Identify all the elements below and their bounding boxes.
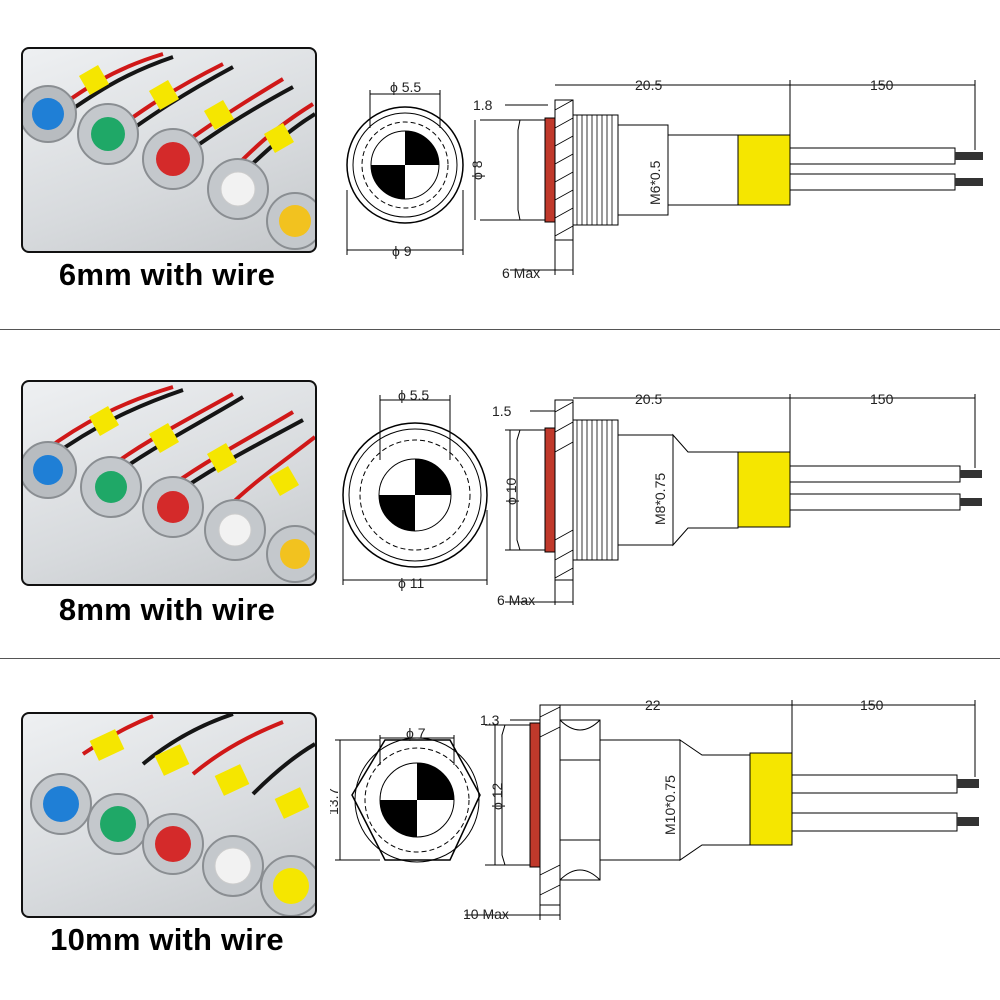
section-8mm: 8mm with wire ϕ 5.5 ϕ 11 xyxy=(0,330,1000,660)
lens-diameter-label: ϕ 7 xyxy=(406,725,426,741)
lens-diameter-label: ϕ 5.5 xyxy=(390,79,421,95)
side-view: M8*0.75 ϕ 10 1.5 20.5 150 6 Max xyxy=(492,391,982,608)
outer-diameter-label: ϕ 9 xyxy=(392,243,412,259)
side-view: M6*0.5 ϕ 8 1.8 20.5 150 6 Max xyxy=(469,77,983,281)
front-view: ϕ 5.5 ϕ 11 xyxy=(342,390,488,591)
technical-drawing-8mm: ϕ 5.5 ϕ 11 M8*0. xyxy=(330,390,990,610)
section-10mm: 10mm with wire ϕ 7 13.7 xyxy=(0,660,1000,1000)
panel-thickness-label: 10 Max xyxy=(463,906,509,922)
bezel-thickness-label: 1.3 xyxy=(480,712,500,728)
outer-diameter-label: ϕ 11 xyxy=(398,575,424,591)
led-indicators-image xyxy=(23,52,315,250)
product-photo-8mm xyxy=(21,380,317,586)
wire-length-label: 150 xyxy=(870,391,894,407)
divider xyxy=(0,658,1000,659)
thread-label: M8*0.75 xyxy=(652,473,668,525)
side-view: M10*0.75 ϕ 12 1.3 22 150 10 Max xyxy=(463,697,979,922)
led-indicators-image xyxy=(23,385,315,583)
product-photo-10mm xyxy=(21,712,317,918)
head-diameter-label: ϕ 8 xyxy=(469,160,485,180)
panel-thickness-label: 6 Max xyxy=(497,592,535,608)
bezel-thickness-label: 1.8 xyxy=(473,97,493,113)
thread-label: M6*0.5 xyxy=(647,160,663,205)
head-diameter-label: ϕ 12 xyxy=(489,782,505,810)
section-6mm: 6mm with wire ϕ 5.5 ϕ 9 xyxy=(0,0,1000,330)
wire-length-label: 150 xyxy=(870,77,894,93)
technical-drawing-6mm: ϕ 5.5 ϕ 9 xyxy=(330,70,990,290)
technical-drawing-10mm: ϕ 7 13.7 M10*0.75 xyxy=(330,695,990,925)
head-diameter-label: ϕ 10 xyxy=(503,477,519,505)
hex-size-label: 13.7 xyxy=(330,788,341,815)
lens-diameter-label: ϕ 5.5 xyxy=(398,390,429,403)
body-length-label: 20.5 xyxy=(635,77,662,93)
body-length-label: 22 xyxy=(645,697,661,713)
bezel-thickness-label: 1.5 xyxy=(492,403,512,419)
front-view: ϕ 5.5 ϕ 9 xyxy=(346,79,464,259)
caption-6mm: 6mm with wire xyxy=(58,257,276,292)
led-indicators-image xyxy=(30,714,315,916)
thread-label: M10*0.75 xyxy=(662,775,678,835)
caption-8mm: 8mm with wire xyxy=(58,592,276,627)
divider xyxy=(0,329,1000,330)
product-photo-6mm xyxy=(21,47,317,253)
wire-length-label: 150 xyxy=(860,697,884,713)
front-view: ϕ 7 13.7 xyxy=(330,725,481,863)
panel-thickness-label: 6 Max xyxy=(502,265,540,281)
caption-10mm: 10mm with wire xyxy=(50,922,284,957)
body-length-label: 20.5 xyxy=(635,391,662,407)
